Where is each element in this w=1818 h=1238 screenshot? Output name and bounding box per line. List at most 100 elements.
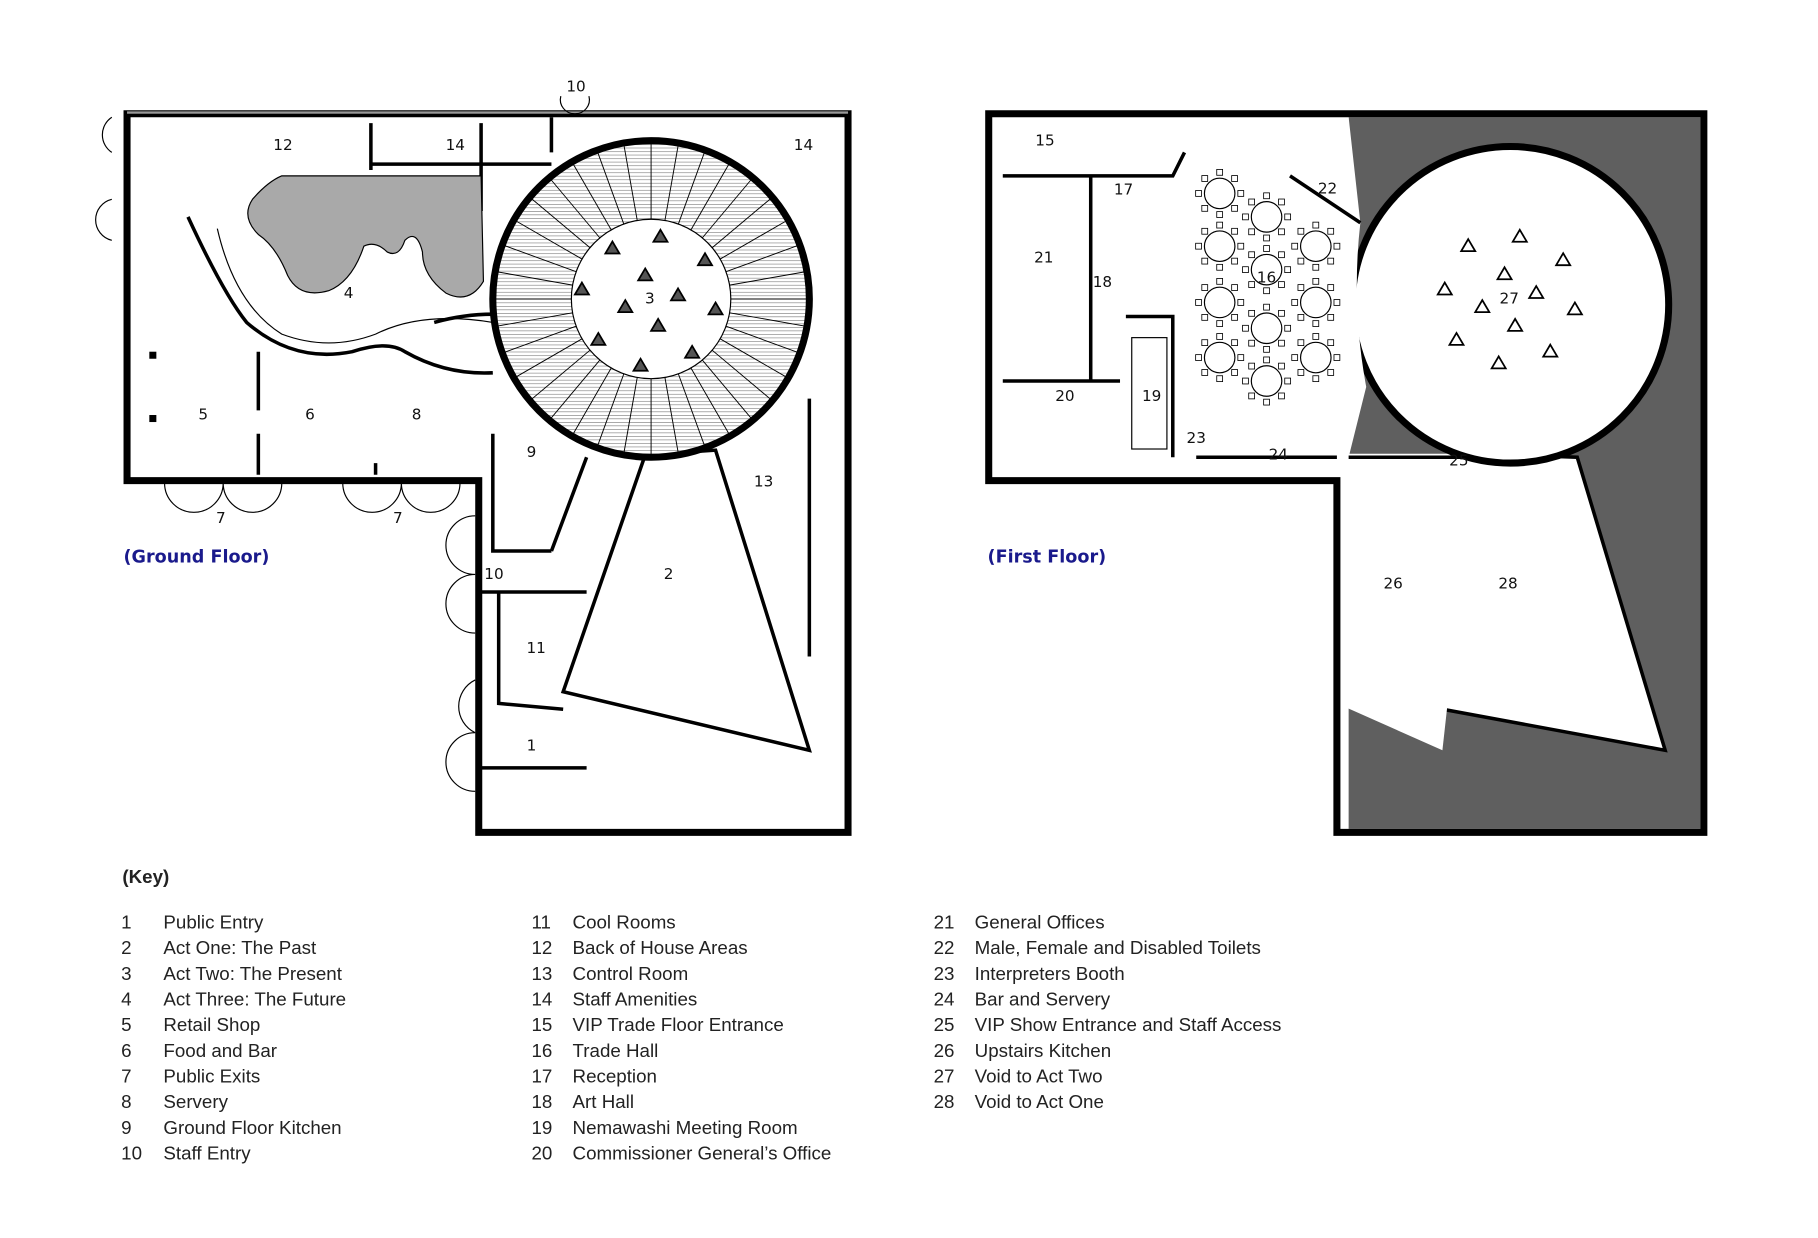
key-item-label: VIP Trade Floor Entrance (573, 1014, 784, 1035)
chair (1263, 234, 1270, 242)
chair (1237, 299, 1245, 306)
chair (1242, 213, 1249, 221)
room-label-16: 16 (1257, 269, 1276, 287)
triangle-marker-icon (706, 300, 725, 316)
round-table (1250, 201, 1283, 233)
key-item-number: 22 (934, 937, 955, 958)
chair (1201, 314, 1209, 321)
key-item-number: 24 (934, 989, 955, 1010)
round-table (1299, 341, 1332, 374)
room-label-1: 1 (527, 736, 537, 754)
chair (1242, 324, 1249, 332)
chair (1312, 320, 1320, 327)
seat-row-divider (719, 220, 787, 260)
seat-row-divider (623, 145, 638, 221)
triangle-marker-icon (603, 239, 621, 255)
key-item-label: Act One: The Past (163, 937, 317, 958)
key-item-label: Art Hall (573, 1091, 634, 1112)
key-item-label: Ground Floor Kitchen (163, 1117, 341, 1138)
key-item-label: VIP Show Entrance and Staff Access (975, 1014, 1282, 1035)
key-item-number: 12 (532, 937, 553, 958)
chair (1201, 175, 1209, 182)
act-three-landscape (247, 175, 485, 298)
chair (1284, 324, 1292, 332)
room-label-6: 6 (305, 406, 315, 424)
triangle-marker-icon (683, 344, 701, 359)
round-table (1203, 286, 1236, 319)
exit-doors (95, 95, 590, 792)
seat-row-divider (664, 377, 679, 453)
triangle-marker-icon (636, 266, 654, 282)
key-item-label: General Offices (975, 911, 1105, 932)
chair (1201, 257, 1209, 265)
room-label-25: 25 (1449, 451, 1468, 469)
act-two-theatre (489, 137, 813, 461)
chair (1195, 242, 1202, 250)
chair (1312, 375, 1320, 383)
triangle-marker-icon (631, 357, 650, 372)
triangle-marker-icon (651, 228, 670, 243)
chair (1231, 257, 1238, 265)
round-table (1250, 253, 1283, 286)
chair (1312, 278, 1320, 285)
seat-row-divider (597, 152, 625, 225)
key-item-number: 23 (934, 963, 955, 984)
key-item-number: 10 (121, 1143, 142, 1164)
triangle-marker-icon (589, 331, 607, 346)
seat-row-divider (711, 198, 771, 249)
chair (1201, 369, 1209, 376)
chair (1263, 192, 1270, 200)
chair (1263, 356, 1270, 364)
chair (1248, 251, 1255, 259)
chair (1216, 320, 1224, 327)
triangle-marker-icon (1541, 342, 1559, 358)
room-label-18: 18 (1093, 273, 1112, 291)
chair (1263, 245, 1270, 252)
key-item-label: Void to Act One (975, 1091, 1104, 1112)
room-label-15: 15 (1035, 131, 1054, 149)
chair (1278, 281, 1285, 288)
key-item-number: 13 (532, 963, 553, 984)
key-item-label: Food and Bar (163, 1040, 277, 1061)
key-item-label: Upstairs Kitchen (975, 1040, 1112, 1061)
key-item-number: 3 (121, 963, 131, 984)
key-item-label: Void to Act Two (975, 1066, 1103, 1087)
seat-row-divider (504, 245, 577, 273)
key-item-label: Public Exits (163, 1066, 260, 1087)
first-floor-outer-wall (985, 110, 1708, 836)
room-label-14b: 14 (794, 136, 813, 154)
room-label-2: 2 (664, 565, 674, 583)
seat-row-divider (504, 325, 577, 353)
chair (1231, 284, 1238, 291)
chair (1327, 227, 1335, 235)
triangle-marker-icon (1490, 354, 1508, 370)
chair (1231, 175, 1238, 182)
seat-row-divider (664, 145, 679, 221)
room-label-20: 20 (1055, 387, 1074, 405)
key-item-number: 20 (532, 1143, 553, 1164)
key-heading: (Key) (122, 866, 169, 887)
chair (1237, 190, 1245, 197)
first-floor-title: (First Floor) (988, 548, 1107, 568)
chair (1242, 266, 1249, 273)
chair (1327, 257, 1335, 265)
key-item-number: 1 (121, 911, 131, 932)
chair (1278, 198, 1285, 206)
chair (1333, 299, 1341, 306)
seat-row-divider (497, 271, 573, 286)
key-item-label: Control Room (573, 963, 689, 984)
key-item-label: Back of House Areas (573, 937, 748, 958)
seat-row-divider (515, 338, 583, 378)
chair (1216, 263, 1224, 271)
